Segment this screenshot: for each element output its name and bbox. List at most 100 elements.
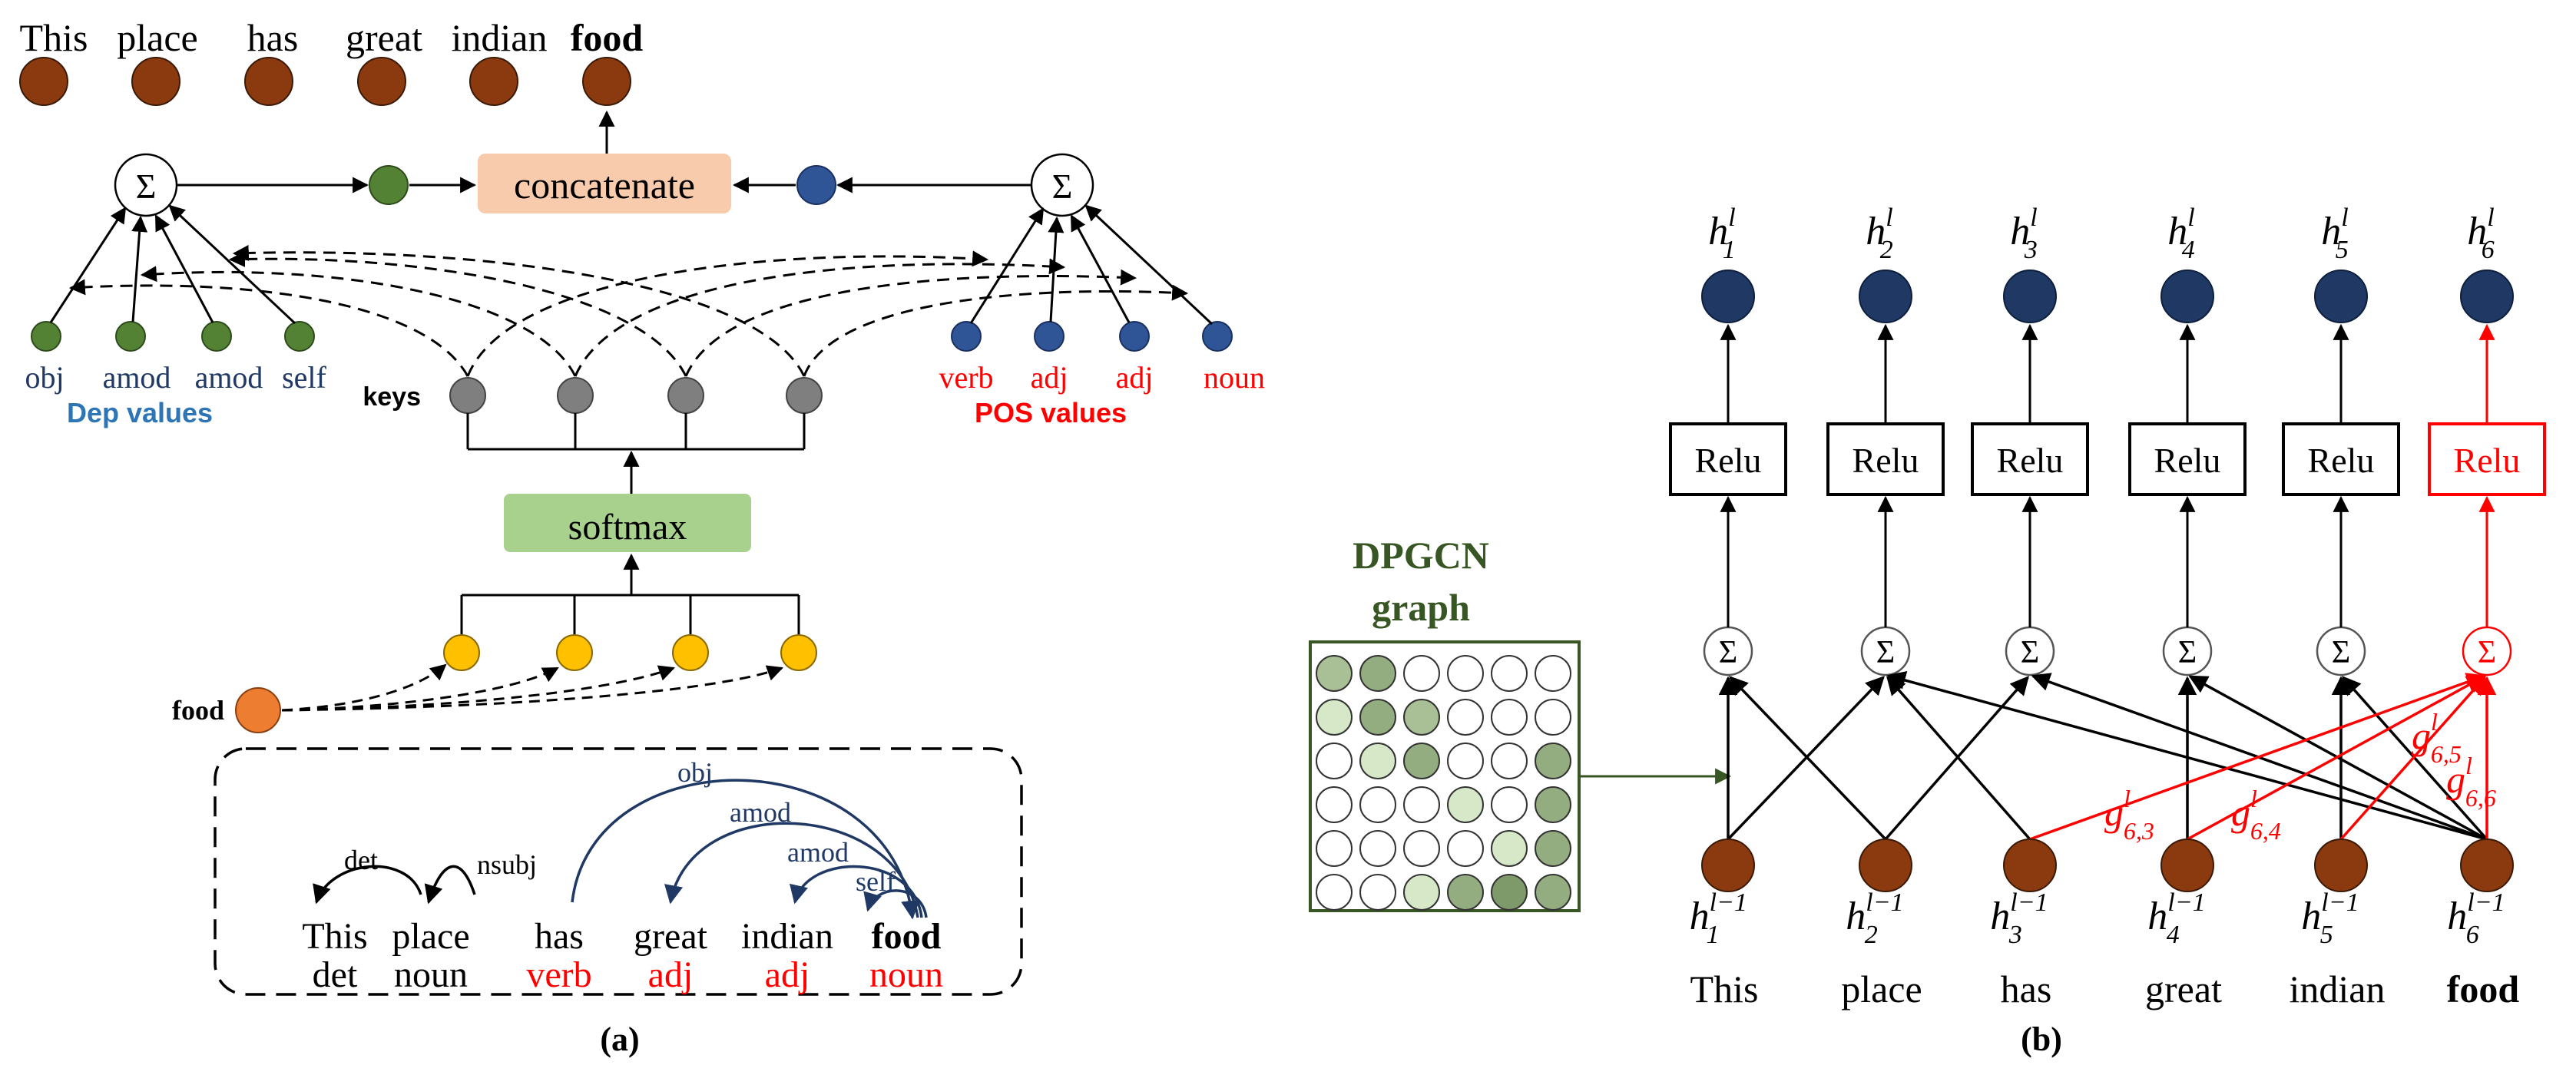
key-to-pos-arc xyxy=(803,284,1189,377)
key-node xyxy=(786,377,823,414)
sum-symbol: Σ xyxy=(1876,635,1895,670)
matrix-cell xyxy=(1316,743,1353,779)
key-node xyxy=(449,377,486,414)
query-node xyxy=(235,687,281,733)
relu-label: Relu xyxy=(2308,441,2375,480)
concatenate-box xyxy=(478,154,731,213)
dep-value-label: amod xyxy=(195,360,263,395)
key-to-dep-arc xyxy=(68,279,469,377)
dep-to-sum-arrow xyxy=(168,204,296,325)
sum-symbol: Σ xyxy=(2332,635,2350,670)
output-node xyxy=(131,57,180,106)
gated-edge xyxy=(2339,676,2486,841)
pos-to-sum-arrow xyxy=(1048,216,1065,322)
relu-box xyxy=(1826,422,1945,496)
input-word: place xyxy=(1841,968,1922,1011)
output-node xyxy=(19,57,68,106)
top-word: place xyxy=(117,16,197,59)
parse-word: has xyxy=(535,916,584,957)
dep-value-node xyxy=(284,321,315,352)
top-word-row: This place has great indian food xyxy=(20,16,644,59)
matrix-cell xyxy=(1535,699,1571,736)
dep-value-node xyxy=(31,321,61,352)
parse-word-food: food xyxy=(872,916,942,957)
relu-label: Relu xyxy=(1695,441,1762,480)
pos-value-label: verb xyxy=(939,360,993,395)
matrix-cell xyxy=(1359,786,1396,823)
parse-word: place xyxy=(392,916,469,957)
matrix-cell xyxy=(1447,743,1484,779)
right-sum-symbol: Σ xyxy=(1052,167,1073,206)
output-hidden-node xyxy=(1701,270,1755,323)
pos-to-sum-arrow xyxy=(1084,204,1214,326)
dep-value-label: amod xyxy=(103,360,171,395)
relu-box xyxy=(2428,422,2546,496)
parse-pos: noun xyxy=(394,954,468,995)
top-word: indian xyxy=(452,16,548,59)
parse-word: great xyxy=(634,916,708,957)
graph-edges xyxy=(1718,671,2497,841)
adjacency-matrix xyxy=(1316,655,1571,911)
pos-value-node xyxy=(1202,321,1233,352)
relu-box xyxy=(2282,422,2400,496)
graph-title: graph xyxy=(1372,586,1470,629)
pos-value-label: adj xyxy=(1031,360,1068,395)
key-to-dep-arc xyxy=(140,266,577,377)
output-hidden-node xyxy=(2314,270,2368,323)
key-value-dashed-arcs xyxy=(68,244,1189,377)
query-to-score-arrow xyxy=(281,663,447,712)
parse-pos: det xyxy=(313,954,358,995)
output-node xyxy=(469,57,518,106)
top-word-food: food xyxy=(571,16,644,59)
dep-to-sum-arrow xyxy=(131,215,148,322)
input-hidden-node xyxy=(2160,838,2214,892)
parse-pos: verb xyxy=(526,954,591,995)
input-word: This xyxy=(1690,968,1759,1011)
matrix-cell xyxy=(1535,786,1571,823)
adjacency-matrix-frame xyxy=(1309,640,1581,912)
top-word: has xyxy=(247,16,299,59)
sum-symbol: Σ xyxy=(2178,635,2197,670)
softmax-label: softmax xyxy=(568,507,687,547)
graph-edge xyxy=(1727,676,1885,841)
pos-to-sum-arrow xyxy=(1070,214,1131,323)
matrix-cell xyxy=(1403,655,1440,692)
relu-label: Relu xyxy=(2154,441,2221,480)
dep-arc-nsubj xyxy=(424,865,476,905)
matrix-cell xyxy=(1491,786,1528,823)
pos-aggregate-node xyxy=(796,165,836,205)
dep-arc-label: nsubj xyxy=(477,849,537,880)
matrix-cell xyxy=(1535,830,1571,867)
pos-to-sum-arrow xyxy=(969,207,1045,324)
dep-aggregate-node xyxy=(369,165,409,205)
relu-box xyxy=(1669,422,1787,496)
matrix-cell xyxy=(1491,655,1528,692)
matrix-cell xyxy=(1359,830,1396,867)
graph-title: DPGCN xyxy=(1353,534,1489,577)
query-to-score-arrow xyxy=(281,665,783,712)
input-hidden-node xyxy=(2314,838,2368,892)
key-to-pos-arc xyxy=(574,258,1066,377)
dep-arc-label: det xyxy=(344,845,378,875)
gated-edge xyxy=(2187,675,2486,841)
key-to-dep-arc xyxy=(228,250,687,377)
output-node xyxy=(357,57,406,106)
dep-value-node xyxy=(115,321,146,352)
graph-edge xyxy=(1729,676,1887,841)
gated-edge xyxy=(2029,673,2486,841)
parse-word: This xyxy=(302,916,367,957)
pos-value-nodes xyxy=(951,321,1233,352)
matrix-cell xyxy=(1447,655,1484,692)
